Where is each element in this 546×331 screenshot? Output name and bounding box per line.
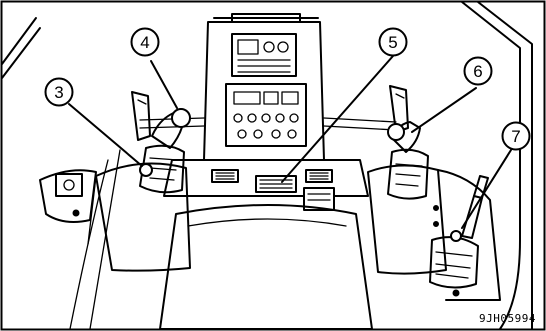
leader-3 (69, 104, 142, 166)
operator-seat (160, 205, 372, 329)
leader-4 (151, 61, 177, 108)
center-console (204, 14, 324, 160)
right-control-lever (388, 122, 428, 199)
callout-6-label: 6 (473, 62, 482, 81)
leader-6 (412, 88, 476, 132)
figure-code: 9JH05994 (479, 312, 536, 325)
floor-area (164, 160, 368, 210)
callout-7: 7 (503, 123, 530, 150)
callout-3: 3 (46, 79, 73, 106)
callout-4: 4 (132, 29, 159, 56)
left-control-lever (140, 109, 190, 192)
callout-6: 6 (465, 58, 492, 85)
callout-3-label: 3 (54, 83, 63, 102)
callout-4-label: 4 (140, 33, 149, 52)
left-small-panel (56, 174, 82, 196)
left-bracket (132, 92, 150, 140)
callout-5: 5 (380, 29, 407, 56)
callout-7-label: 7 (511, 127, 520, 146)
leader-7 (462, 150, 511, 228)
callout-5-label: 5 (388, 33, 397, 52)
